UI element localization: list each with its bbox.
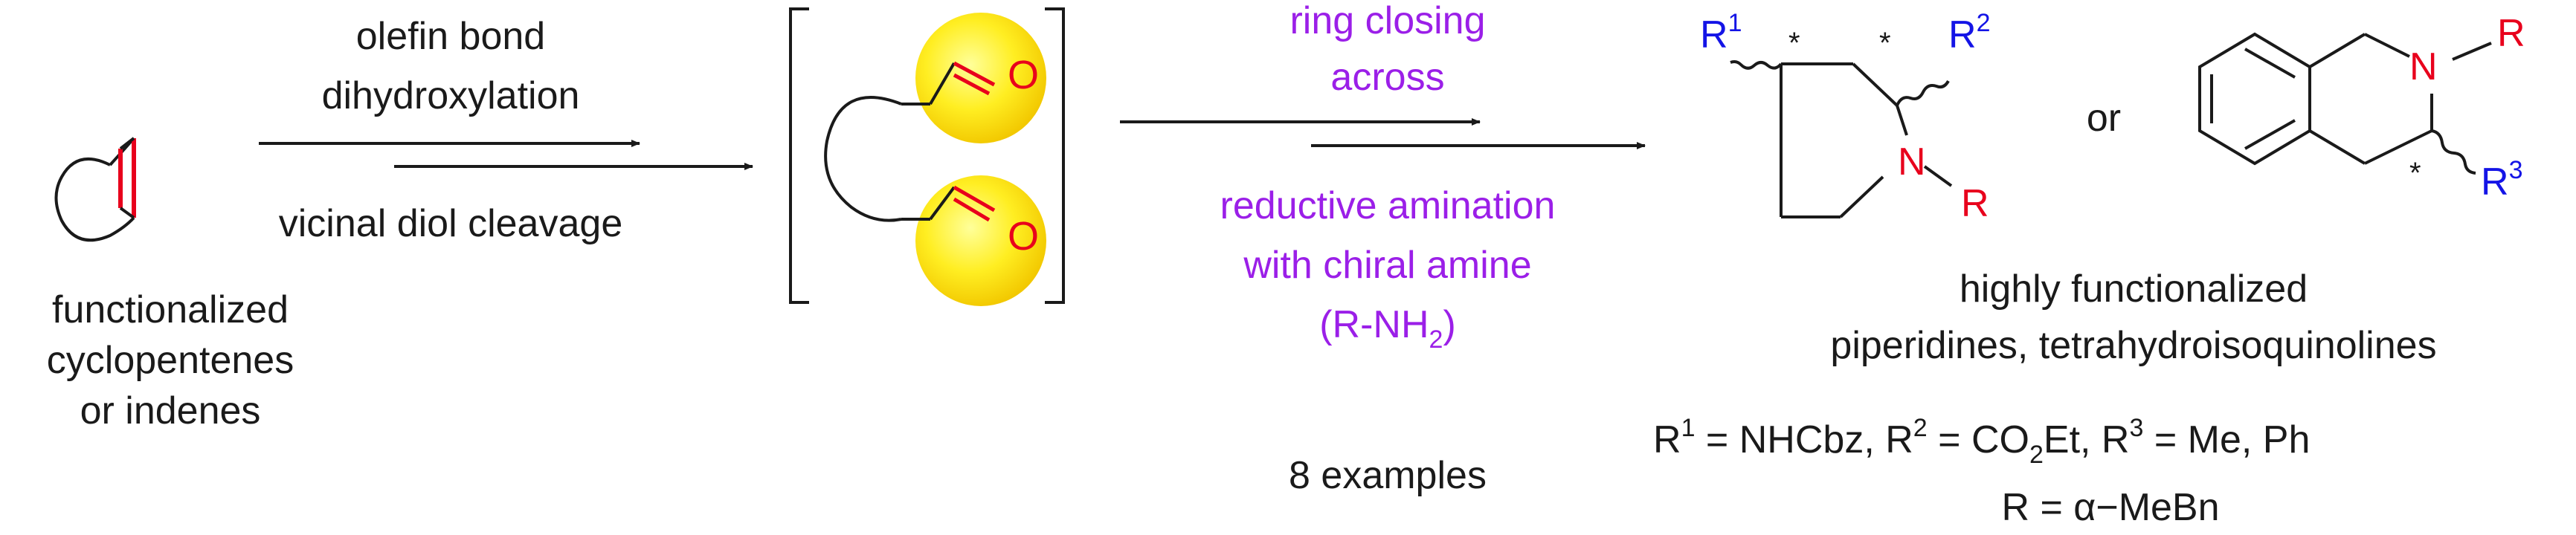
intermediate-structure	[824, 61, 996, 222]
substrate-label-line1: functionalized	[52, 288, 289, 331]
or-text: or	[2087, 97, 2121, 140]
piperidine-stereo-1: *	[1788, 27, 1800, 59]
step2-arrows	[1120, 118, 1646, 149]
wavy-bond-r3	[2431, 129, 2476, 175]
aldehyde-oxygen-bottom: O	[1008, 214, 1039, 259]
intermediate-bracket-left	[789, 7, 809, 304]
intermediate-chain-arc	[824, 96, 902, 222]
aldehyde-carbonyl-bottom	[953, 185, 996, 213]
step1-arrows	[259, 140, 753, 170]
step1-top-line2: dihydroxylation	[322, 74, 580, 117]
step1-top-line1: olefin bond	[356, 15, 545, 58]
piperidine-r: R	[1961, 182, 1989, 225]
piperidine-stereo-2: *	[1879, 27, 1891, 59]
step2-top-line1: ring closing	[1289, 0, 1485, 42]
r-group-definition: R = α−MeBn	[2001, 486, 2219, 529]
product-caption-line2: piperidines, tetrahydroisoquinolines	[1830, 324, 2436, 367]
substrate-structure	[54, 137, 136, 242]
step2-bottom-line2: with chiral amine	[1243, 244, 1531, 287]
thiq-r3: R3	[2481, 156, 2522, 204]
thiq-structure	[2198, 32, 2492, 175]
step2-bottom-line3: (R-NH2)	[1319, 303, 1456, 354]
aldehyde-oxygen-top: O	[1008, 53, 1039, 97]
piperidine-nitrogen: N	[1898, 140, 1926, 184]
step1-bottom-label: vicinal diol cleavage	[279, 202, 623, 245]
thiq-stereo: *	[2409, 157, 2421, 189]
step2-top-line2: across	[1330, 56, 1444, 99]
aldehyde-highlight-sphere-bottom	[915, 175, 1046, 306]
intermediate-bracket-right	[1045, 7, 1065, 304]
step2-bottom-line1: reductive amination	[1220, 184, 1556, 227]
wavy-bond-r1	[1730, 60, 1783, 70]
aldehyde-carbonyl-top	[953, 61, 996, 87]
substrate-label-line2: cyclopentenes	[47, 339, 294, 382]
piperidine-r2: R2	[1948, 9, 1990, 56]
examples-count: 8 examples	[1289, 454, 1487, 497]
thiq-nitrogen: N	[2409, 45, 2438, 88]
wavy-bond-r2	[1896, 80, 1950, 106]
substrate-label-line3: or indenes	[80, 389, 261, 432]
thiq-r: R	[2497, 12, 2525, 55]
substrate-arc	[54, 158, 135, 242]
piperidine-r1: R1	[1700, 9, 1742, 56]
product-caption-line1: highly functionalized	[1960, 268, 2308, 311]
substituent-definitions: R1 = NHCbz, R2 = CO2Et, R3 = Me, Ph	[1653, 414, 2310, 469]
piperidine-structure	[1730, 60, 1953, 218]
